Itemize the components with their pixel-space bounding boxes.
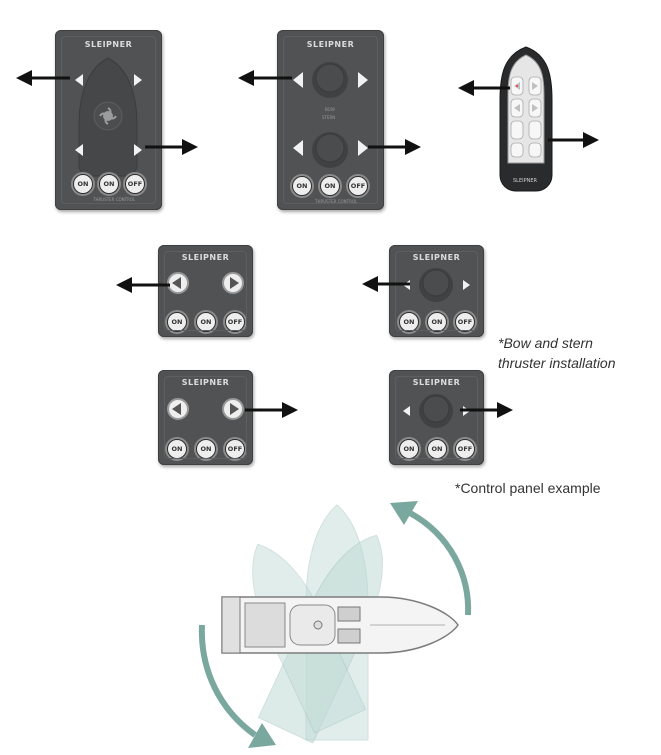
arrow-button-panel-1: SLEIPNER ON ON OFF (158, 245, 253, 337)
bow-label: BOW (325, 107, 335, 112)
panel-brand: SLEIPNER (181, 253, 230, 262)
rotation-arrowhead-top (390, 501, 418, 525)
on-button-2[interactable]: ON (320, 176, 340, 196)
panel-brand: SLEIPNER (412, 253, 461, 262)
on-button-2[interactable]: ON (99, 174, 119, 194)
joystick-panel-bow-stern: SLEIPNER ON ON OFF THRUSTER CONTROL (55, 30, 162, 210)
on-button-2[interactable]: ON (196, 439, 216, 459)
on-button-1[interactable]: ON (399, 312, 419, 332)
on-button-2[interactable]: ON (427, 312, 447, 332)
off-button[interactable]: OFF (225, 312, 245, 332)
on-button-2[interactable]: ON (196, 312, 216, 332)
arrow-right-icon (460, 402, 513, 418)
rotation-arrow-bottom-icon (198, 624, 257, 738)
arrow-right-icon (368, 139, 421, 155)
direction-arrows (16, 70, 599, 418)
remote-brand: SLEIPNER (513, 178, 537, 184)
arrow-right-icon (548, 132, 599, 148)
on-button-1[interactable]: ON (167, 312, 187, 332)
arrow-left-icon (16, 70, 70, 86)
panel-brand: SLEIPNER (412, 378, 461, 387)
panel-brand: SLEIPNER (84, 40, 133, 49)
off-button[interactable]: OFF (455, 312, 475, 332)
arrow-left-icon (458, 80, 510, 96)
rotation-arrow-top-icon (408, 510, 472, 616)
direction-buttons[interactable] (158, 245, 253, 337)
boat-top-view (221, 596, 459, 654)
arrow-right-icon (145, 139, 198, 155)
joystick-boat-shape[interactable] (55, 30, 162, 210)
arrow-left-icon (238, 70, 292, 86)
panel-caption: THRUSTER CONTROL (315, 199, 358, 204)
off-button[interactable]: OFF (455, 439, 475, 459)
boat-rotation-illustration (198, 501, 472, 748)
note-bow-stern-line2: thruster installation (498, 355, 616, 371)
rotation-arrowhead-bottom (248, 723, 276, 748)
arrow-button-panel-2: SLEIPNER ON ON OFF (158, 370, 253, 465)
panel-brand: SLEIPNER (306, 40, 355, 49)
on-button-2[interactable]: ON (427, 439, 447, 459)
joystick[interactable] (389, 245, 484, 337)
wireless-remote[interactable] (496, 45, 556, 195)
on-button-1[interactable]: ON (399, 439, 419, 459)
joystick-panel-2: SLEIPNER ON ON OFF (389, 370, 484, 465)
panel-brand: SLEIPNER (181, 378, 230, 387)
arrow-left-icon (116, 277, 170, 293)
arrow-left-icon (362, 276, 410, 292)
panel-caption: THRUSTER CONTROL (93, 197, 136, 202)
dual-joysticks[interactable] (277, 30, 384, 210)
joystick[interactable] (389, 370, 484, 465)
off-button[interactable]: OFF (348, 176, 368, 196)
on-button-1[interactable]: ON (292, 176, 312, 196)
joystick-panel-1: SLEIPNER ON ON OFF (389, 245, 484, 337)
off-button[interactable]: OFF (125, 174, 145, 194)
note-control-panel: *Control panel example (455, 480, 601, 496)
dual-joystick-panel: SLEIPNER BOW STERN ON ON OFF THRUSTER CO… (277, 30, 384, 210)
note-bow-stern-line1: *Bow and stern (498, 335, 593, 351)
on-button-1[interactable]: ON (167, 439, 187, 459)
on-button-1[interactable]: ON (73, 174, 93, 194)
off-button[interactable]: OFF (225, 439, 245, 459)
stern-label: STERN (322, 115, 336, 120)
arrow-right-icon (245, 402, 298, 418)
direction-buttons[interactable] (158, 370, 253, 465)
